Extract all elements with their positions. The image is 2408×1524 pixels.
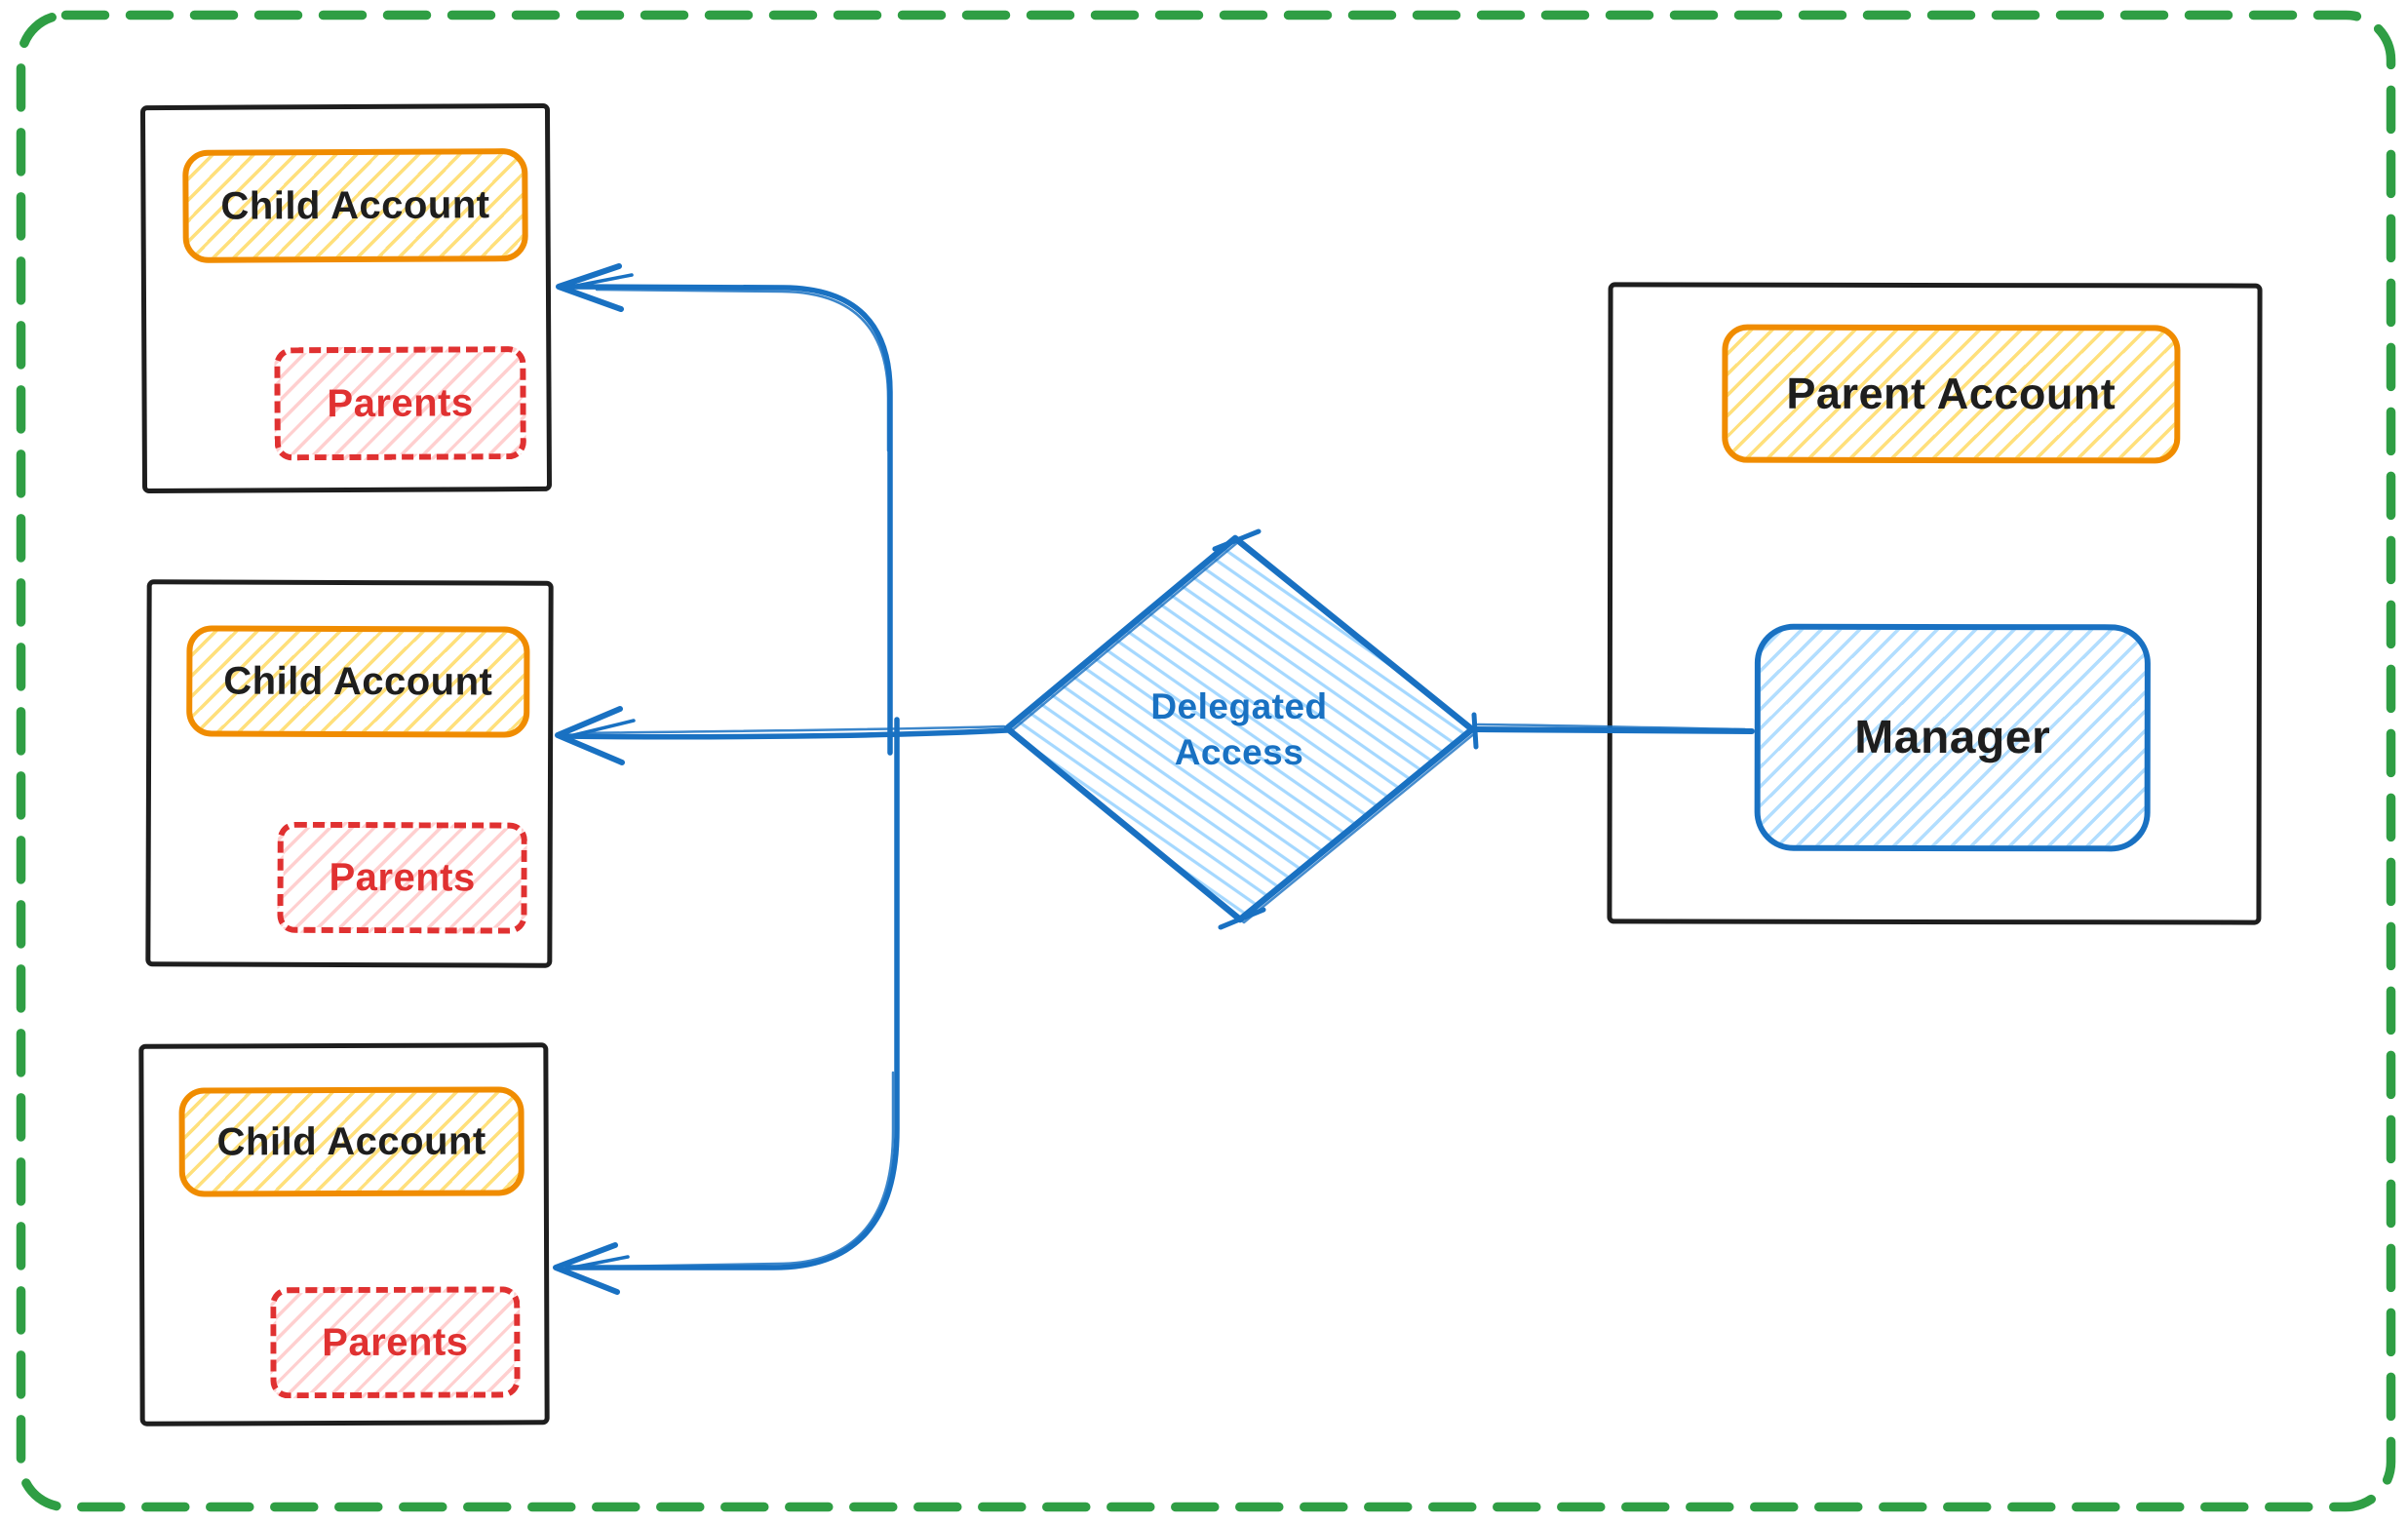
- diamond-right-tick: [1471, 712, 1479, 750]
- delegated-access-line1: Delegated: [1150, 686, 1328, 726]
- parent-account-label: Parent Account: [1722, 324, 2181, 464]
- parents-text: Parents: [322, 1320, 469, 1364]
- parent-account-title: Parent Account: [1786, 368, 2117, 419]
- child-account-box-3: Child Account Parents: [138, 1042, 550, 1426]
- manager-text: Manager: [1854, 711, 2051, 764]
- child-account-box-2: Child Account Parents: [145, 579, 554, 968]
- parents-text: Parents: [329, 855, 476, 899]
- child-account-title: Child Account: [223, 659, 493, 704]
- arrowhead-child-1: [556, 263, 624, 312]
- arrow-diamond-to-child-3: [553, 717, 900, 1295]
- parents-label-2: Parents: [277, 821, 527, 934]
- parents-text: Parents: [327, 380, 474, 425]
- arrowhead-child-3: [553, 1242, 620, 1295]
- child-account-label-3: Child Account: [178, 1086, 524, 1197]
- arrow-diamond-to-child-2: [555, 706, 1010, 765]
- parent-account-box: Parent Account Manager: [1607, 282, 2263, 925]
- manager-box: Manager: [1754, 623, 2151, 852]
- arrow-diamond-to-child-1: [556, 263, 893, 756]
- diamond-bottom-tick: [1218, 907, 1266, 930]
- delegated-access-label: Delegated Access: [1044, 684, 1434, 775]
- child-account-label-2: Child Account: [186, 625, 530, 738]
- parents-label-1: Parents: [274, 346, 526, 461]
- delegated-access-line2: Access: [1174, 732, 1304, 772]
- arrowhead-child-2: [555, 706, 625, 765]
- child-account-label-1: Child Account: [182, 148, 528, 263]
- parents-label-3: Parents: [270, 1286, 521, 1399]
- child-account-title: Child Account: [220, 182, 490, 228]
- child-account-box-1: Child Account Parents: [139, 102, 553, 494]
- child-account-title: Child Account: [216, 1118, 486, 1163]
- diamond-top-tick: [1212, 528, 1262, 552]
